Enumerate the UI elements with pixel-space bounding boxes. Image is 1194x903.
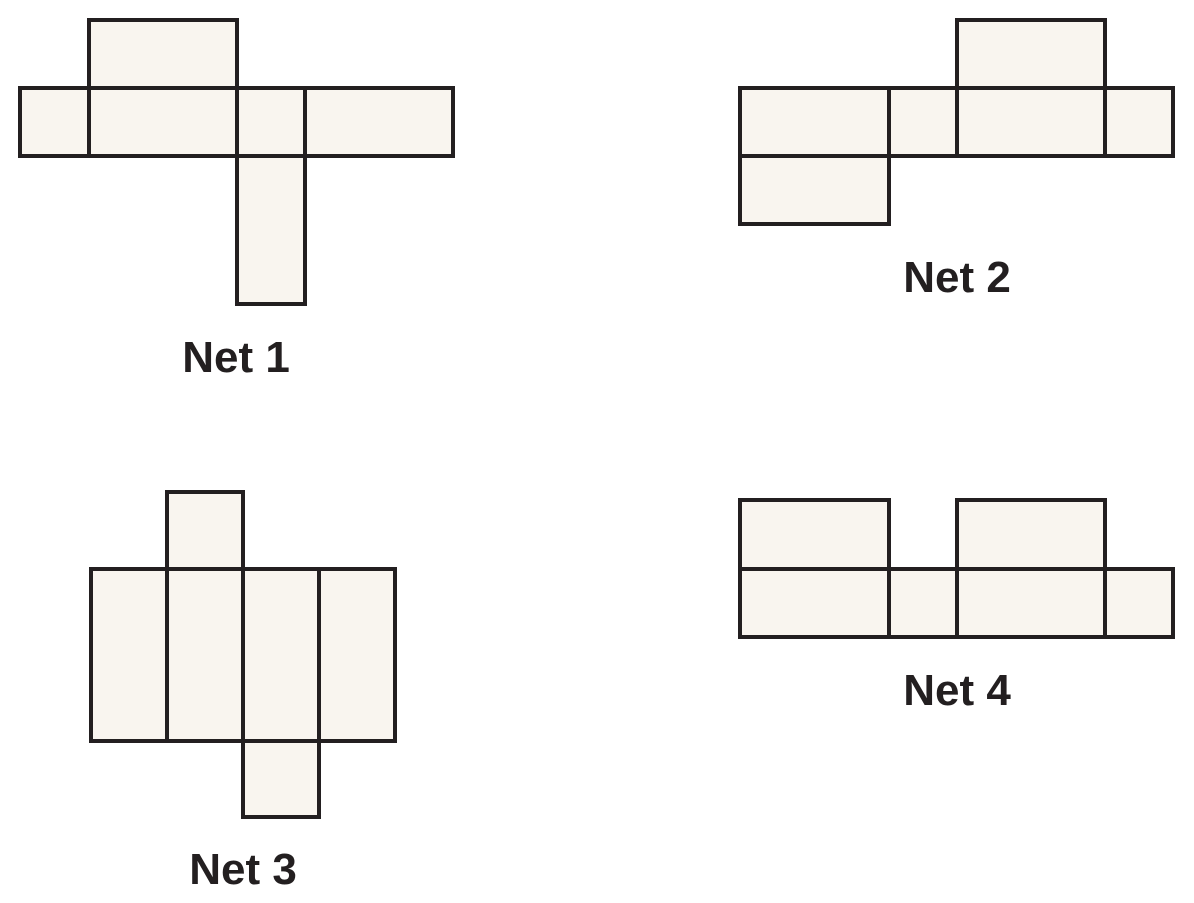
net-1 <box>18 18 455 306</box>
net-2-face-2 <box>738 86 891 158</box>
net-1-face-6 <box>235 154 307 306</box>
net-4-label: Net 4 <box>903 666 1011 715</box>
net-1-label: Net 1 <box>182 333 290 382</box>
net-4-face-6 <box>1103 567 1175 639</box>
net-3-face-3 <box>165 567 245 743</box>
net-1-face-1 <box>87 18 239 90</box>
net-2-face-5 <box>1103 86 1175 158</box>
net-1-face-4 <box>235 86 307 158</box>
net-4-face-3 <box>738 567 891 639</box>
net-2-face-4 <box>955 86 1107 158</box>
net-1-face-3 <box>87 86 239 158</box>
net-3-face-4 <box>241 567 321 743</box>
net-4-face-2 <box>955 498 1107 571</box>
net-4-face-5 <box>955 567 1107 639</box>
net-4-face-4 <box>887 567 959 639</box>
net-3-label: Net 3 <box>189 845 297 894</box>
net-4-face-1 <box>738 498 891 571</box>
net-2-face-3 <box>887 86 959 158</box>
net-2-face-1 <box>955 18 1107 90</box>
net-3-face-1 <box>165 490 245 571</box>
net-3 <box>89 490 397 819</box>
net-3-face-6 <box>241 739 321 819</box>
net-3-face-5 <box>317 567 397 743</box>
net-1-face-2 <box>18 86 91 158</box>
net-2 <box>738 18 1175 226</box>
net-2-face-6 <box>738 154 891 226</box>
net-2-label: Net 2 <box>903 253 1011 302</box>
net-4 <box>738 498 1175 639</box>
net-3-face-2 <box>89 567 169 743</box>
net-1-face-5 <box>303 86 455 158</box>
